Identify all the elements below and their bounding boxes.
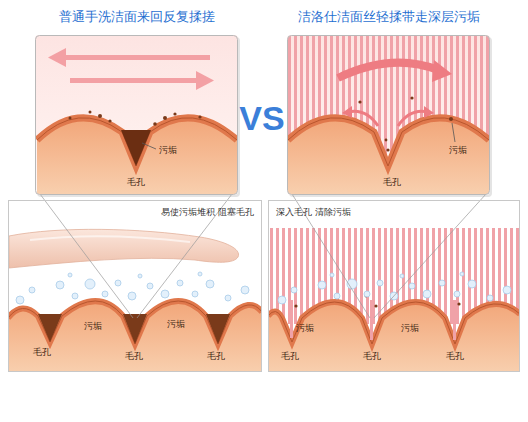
panel-ground	[287, 35, 490, 195]
skin-closeup	[37, 48, 237, 194]
panel: 洁洛仕洁面丝轻揉带走深层污垢	[287, 35, 490, 195]
part-label: 污垢	[296, 324, 314, 333]
part-label: 毛孔	[446, 352, 464, 361]
part-label: 毛孔	[207, 352, 225, 361]
part-label: 污垢	[84, 322, 102, 331]
skin-section	[269, 228, 519, 371]
panel-ground	[268, 200, 520, 372]
skin-section	[9, 229, 261, 371]
panel-ground	[35, 35, 238, 195]
vs-mark: VS	[239, 101, 284, 135]
part-label: 污垢	[167, 320, 185, 329]
panel-caption: 深入毛孔 清除污垢	[276, 206, 351, 219]
panel-caption: 易使污垢堆积 阻塞毛孔	[161, 206, 254, 219]
panel-border	[288, 36, 490, 195]
panel-border	[36, 36, 238, 195]
zoom-line	[40, 194, 486, 318]
panel-border	[269, 201, 520, 372]
panel: 普通手洗洁面来回反复揉搓	[35, 35, 238, 195]
panel: 深入毛孔 清除污垢	[268, 200, 520, 372]
part-label: 污垢	[159, 146, 177, 155]
part-label: 毛孔	[127, 178, 145, 187]
part-label: 毛孔	[125, 352, 143, 361]
part-label: 毛孔	[363, 352, 381, 361]
part-label: 毛孔	[33, 348, 51, 357]
part-label: 毛孔	[383, 178, 401, 187]
panel-border	[9, 201, 262, 372]
part-label: 污垢	[401, 324, 419, 333]
part-label: 毛孔	[281, 352, 299, 361]
skin-closeup	[288, 36, 489, 194]
panel-shadow	[289, 37, 492, 197]
panel: 易使污垢堆积 阻塞毛孔	[8, 200, 262, 372]
panel-heading: 普通手洗洁面来回反复揉搓	[59, 8, 215, 26]
panel-heading: 洁洛仕洁面丝轻揉带走深层污垢	[298, 8, 480, 26]
part-label: 污垢	[449, 146, 467, 155]
panel-ground	[8, 200, 262, 372]
